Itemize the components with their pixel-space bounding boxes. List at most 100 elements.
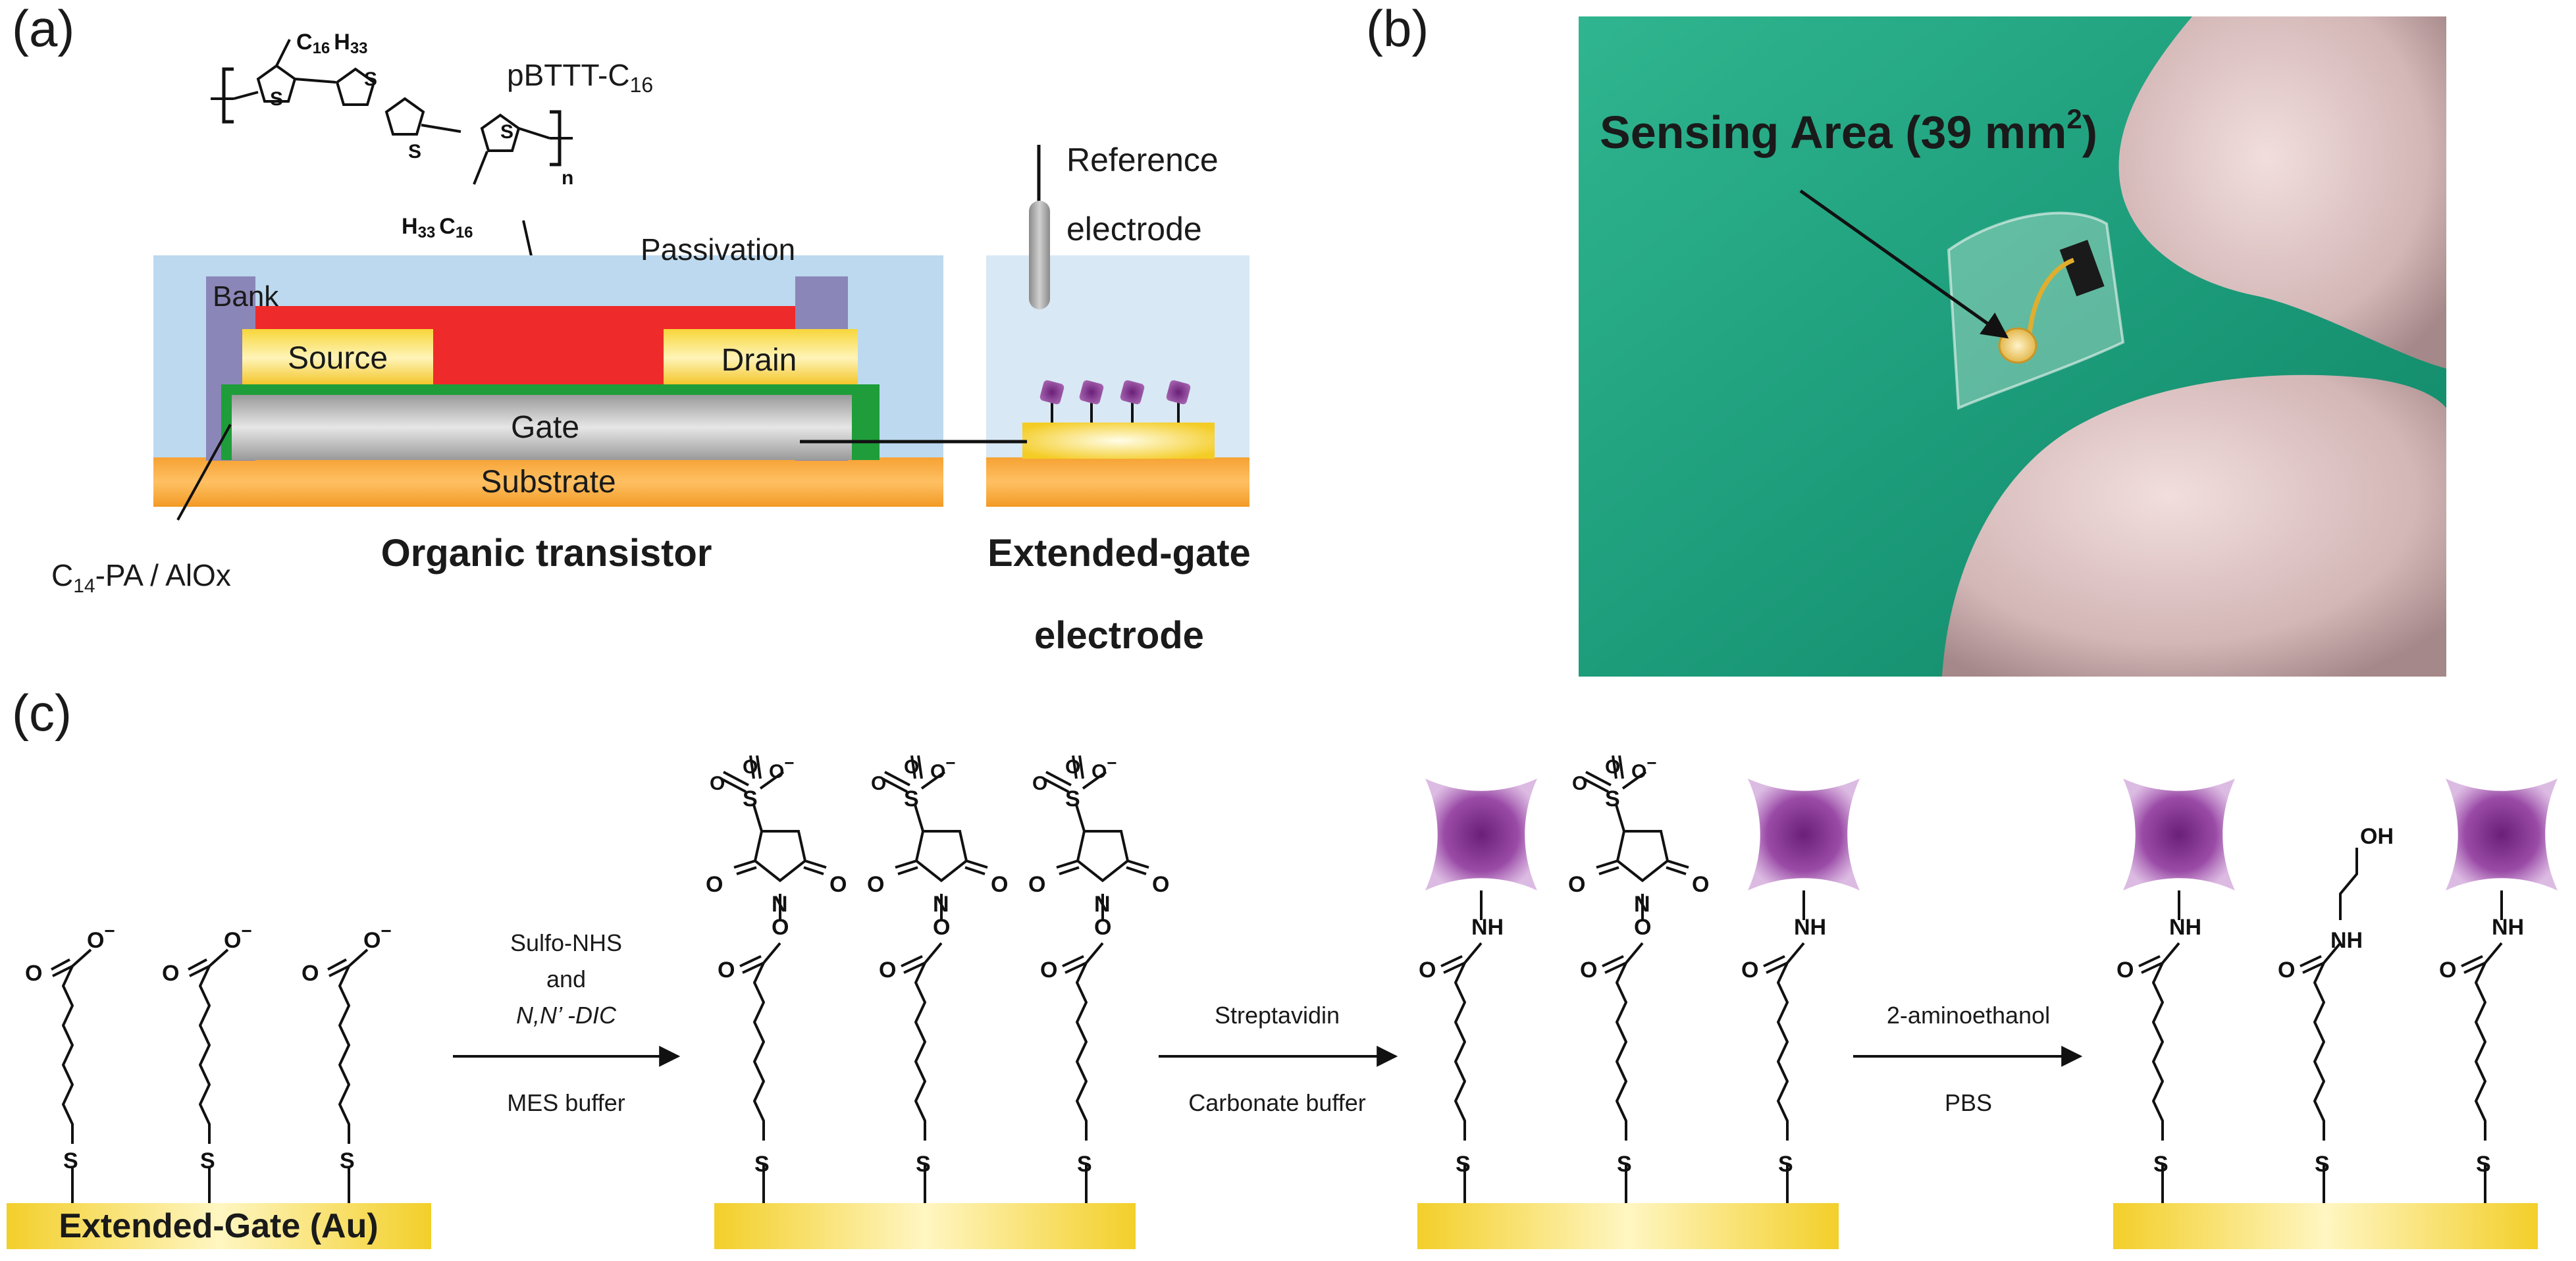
device-photo (1579, 16, 2446, 677)
atom-o: O (1152, 872, 1169, 897)
atom-o: O (743, 756, 758, 778)
caption-organic-transistor: Organic transistor (381, 532, 712, 575)
atom-s: S (1778, 1152, 1793, 1177)
atom-o: O (1032, 773, 1047, 794)
drain-label: Drain (722, 343, 797, 378)
atom-n: N (933, 892, 949, 917)
stage2-gold-bar (714, 1203, 1136, 1249)
dielectric-pointer-line (176, 424, 232, 521)
atom-o: O (2439, 958, 2456, 983)
sensing-area-label: Sensing Area (39 mm2) (1600, 103, 2097, 158)
atom-nh: NH (2330, 928, 2363, 953)
atom-o: O (772, 915, 789, 940)
caption-extended-gate-2: electrode (1034, 614, 1204, 657)
atom-s: S (1077, 1152, 1092, 1177)
stage4-gold-bar (2113, 1203, 2538, 1249)
extended-gate-cell (986, 145, 1249, 507)
panel-label-b: (b) (1366, 0, 1429, 57)
stage2-molecules (720, 754, 1150, 1203)
atom-o: O (1065, 756, 1080, 778)
sensing-pad (1998, 327, 2037, 364)
atom-o-minus: O− (87, 921, 115, 953)
upper-finger (2118, 16, 2446, 369)
atom-s: S (340, 1148, 355, 1173)
atom-o: O (867, 872, 884, 897)
atom-o: O (829, 872, 847, 897)
atom-o: O (933, 915, 950, 940)
atom-s: S (1617, 1152, 1632, 1177)
receptor-group (1039, 380, 1191, 423)
contact-pad (2059, 240, 2105, 297)
extended-gate-au-label: Extended-Gate (Au) (59, 1207, 378, 1245)
stage1-molecules (51, 948, 369, 1203)
atom-o-minus: O− (1631, 753, 1657, 783)
atom-o: O (879, 958, 896, 983)
step3-buffer: PBS (1945, 1089, 1992, 1116)
atom-o: O (991, 872, 1008, 897)
atom-s: S (2476, 1152, 2491, 1177)
atom-nh: NH (1794, 915, 1826, 940)
atom-o: O (1692, 872, 1709, 897)
panel-label-c: (c) (12, 684, 72, 742)
stage3-gold-bar (1417, 1203, 1839, 1249)
atom-s: S (916, 1152, 931, 1177)
extended-gate-pad (1022, 423, 1215, 459)
atom-nh: NH (2492, 915, 2524, 940)
reference-label-2: electrode (1066, 211, 1202, 247)
step1-dic: N,N’ -DIC (516, 1002, 617, 1029)
passivation-label: Passivation (641, 232, 795, 267)
atom-o: O (1040, 958, 1057, 983)
caption-extended-gate-1: Extended-gate (987, 532, 1251, 575)
reference-label-1: Reference (1066, 142, 1219, 178)
atom-o-minus: O− (1091, 753, 1117, 783)
step1-buffer: MES buffer (507, 1089, 625, 1116)
atom-s: S (200, 1148, 215, 1173)
atom-oh: OH (2360, 824, 2394, 849)
atom-o: O (706, 872, 723, 897)
gate-label: Gate (511, 410, 579, 445)
atom-o: O (1568, 872, 1585, 897)
dielectric-label: C14-PA / AlOx (51, 558, 231, 597)
atom-o: O (904, 756, 919, 778)
atom-n: N (1094, 892, 1111, 917)
atom-s: S (754, 1152, 770, 1177)
atom-o: O (25, 961, 42, 986)
gold-trace (2026, 257, 2075, 343)
atom-o: O (302, 961, 319, 986)
atom-o: O (1419, 958, 1436, 983)
atom-n: N (1634, 892, 1650, 917)
atom-o: O (718, 958, 735, 983)
atom-o: O (871, 773, 886, 794)
atom-s: S (1456, 1152, 1471, 1177)
atom-o-minus: O− (224, 921, 252, 953)
atom-s: S (500, 121, 513, 143)
atom-s: S (743, 786, 758, 811)
atom-o-minus: O− (363, 921, 392, 953)
organic-transistor-stack (153, 255, 943, 507)
atom-s: S (270, 88, 283, 110)
atom-o-minus: O− (769, 753, 795, 783)
substrate-label: Substrate (481, 465, 616, 500)
extended-gate-au-bar (7, 1203, 431, 1249)
atom-o: O (1572, 773, 1587, 794)
atom-o: O (1634, 915, 1651, 940)
stage3-molecules (1425, 754, 1860, 1203)
atom-o: O (1741, 958, 1758, 983)
step2-reagent: Streptavidin (1215, 1002, 1340, 1029)
atom-o: O (2278, 958, 2295, 983)
atom-s: S (1605, 786, 1620, 811)
atom-o: O (2116, 958, 2134, 983)
source-electrode (242, 329, 433, 387)
sensing-area-arrow (1799, 189, 2009, 339)
atom-o: O (1094, 915, 1111, 940)
atom-o: O (1580, 958, 1597, 983)
atom-o: O (1028, 872, 1045, 897)
atom-o-minus: O− (930, 753, 956, 783)
stage4-molecules (2123, 779, 2558, 1203)
polymer-name: pBTTT-C16 (507, 58, 653, 97)
atom-nh: NH (2169, 915, 2201, 940)
